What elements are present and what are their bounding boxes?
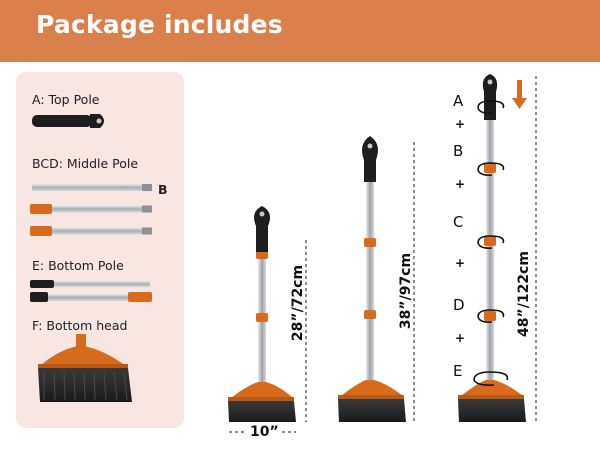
width-label: 10” (250, 424, 279, 440)
assembly-letter-e: E (453, 362, 463, 380)
part-label-middle-pole: BCD: Middle Pole (32, 156, 139, 171)
part-label-bottom-pole: E: Bottom Pole (32, 258, 124, 273)
twist-arrows (473, 100, 509, 386)
header-banner: Package includes (0, 0, 600, 62)
middle-pole-parts (30, 184, 152, 236)
assembly-letter-d: D (453, 296, 465, 314)
assembly-letter-a: A (453, 92, 464, 110)
assembly-letter-b: B (453, 142, 464, 160)
top-pole-part (32, 114, 104, 128)
middle-pole-callout: B (158, 182, 168, 197)
page-title: Package includes (36, 10, 283, 39)
broom-medium (338, 136, 406, 422)
plus-sign: + (455, 331, 466, 345)
part-label-top-pole: A: Top Pole (32, 92, 100, 107)
height-label-tall: 48”/122cm (516, 251, 532, 337)
bottom-head-part (38, 334, 132, 402)
arrow-down-icon (512, 80, 527, 109)
height-label-medium: 38”/97cm (398, 252, 414, 330)
broom-short (228, 206, 296, 422)
plus-sign: + (455, 256, 466, 270)
plus-sign: + (455, 177, 466, 191)
broom-tall (458, 74, 526, 422)
bottom-pole-part (30, 280, 152, 302)
height-label-short: 28”/72cm (290, 264, 306, 342)
plus-sign: + (455, 117, 466, 131)
part-label-bottom-head: F: Bottom head (32, 318, 128, 333)
assembly-letter-c: C (453, 213, 464, 231)
